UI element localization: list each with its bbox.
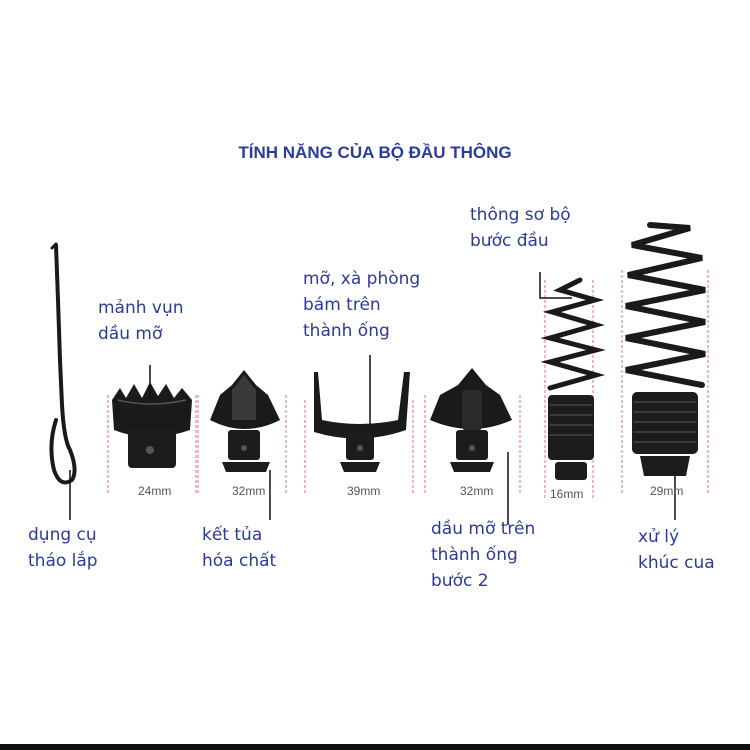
- label-chemical: kết tủa hóa chất: [202, 525, 277, 571]
- label-removal-tool: dụng cụ tháo lắp: [28, 525, 98, 571]
- size-label-6: 29mm: [650, 484, 684, 498]
- label-grease-step2: dầu mỡ trên thành ống bước 2: [431, 519, 536, 591]
- measure-guides: [107, 270, 709, 500]
- crown-cutter-head-icon: [112, 382, 192, 468]
- page-title: TÍNH NĂNG CỦA BỘ ĐẦU THÔNG: [238, 143, 512, 162]
- spade-cutter-step2-head-icon: [430, 368, 512, 472]
- u-blade-head-icon: [314, 372, 410, 472]
- bottom-border: [0, 744, 750, 750]
- small-spring-head-icon: [540, 277, 606, 480]
- size-label-3: 39mm: [347, 484, 381, 498]
- large-spring-head-icon: [625, 222, 706, 476]
- size-label-4: 32mm: [460, 484, 494, 498]
- removal-tool-icon: [49, 242, 77, 485]
- label-soap: mỡ, xà phòng bám trên thành ống: [303, 269, 421, 341]
- label-debris: mảnh vụn dầu mỡ: [98, 298, 184, 344]
- size-label-5: 16mm: [550, 487, 584, 501]
- label-initial: thông sơ bộ bước đầu: [470, 205, 571, 251]
- initial-pointer: [539, 272, 572, 299]
- label-bends: xử lý khúc cua: [638, 527, 715, 573]
- size-label-1: 24mm: [138, 484, 172, 498]
- size-label-2: 32mm: [232, 484, 266, 498]
- spade-cutter-head-icon: [210, 370, 280, 472]
